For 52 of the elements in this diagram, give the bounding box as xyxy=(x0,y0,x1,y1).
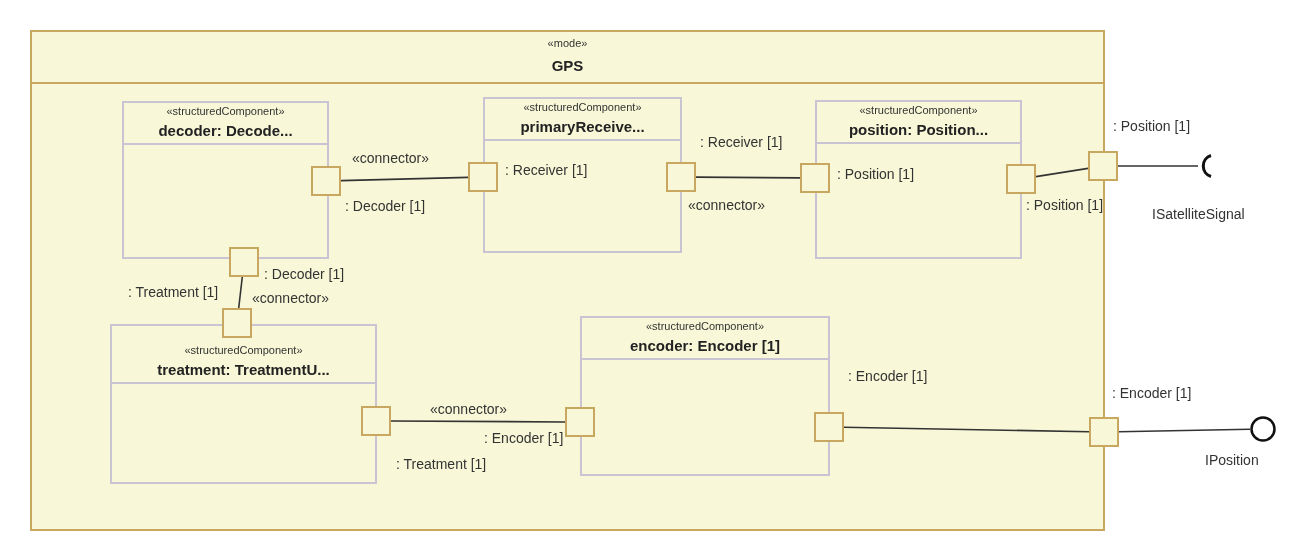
edge-label: «connector» xyxy=(352,150,430,166)
component-frame xyxy=(30,30,1105,531)
port-label: : Position [1] xyxy=(1113,118,1191,134)
component-name: encoder: Encoder [1] xyxy=(629,337,781,354)
stereotype-label: «structuredComponent» xyxy=(183,344,304,356)
connector-line xyxy=(1035,167,1089,178)
port-square xyxy=(814,412,844,442)
stereotype-label: «mode» xyxy=(546,37,589,49)
port-square xyxy=(1088,151,1118,181)
port-label: : Decoder [1] xyxy=(345,198,426,214)
component-name: primaryReceive... xyxy=(519,118,646,135)
port-label: : Receiver [1] xyxy=(700,134,783,150)
port-square xyxy=(222,308,252,338)
connector-line xyxy=(340,176,469,182)
stereotype-label: «structuredComponent» xyxy=(645,320,765,332)
edge-label: «connector» xyxy=(688,197,766,213)
port-label: : Encoder [1] xyxy=(848,368,928,384)
port-square xyxy=(311,166,341,196)
component-name: GPS xyxy=(550,57,585,74)
port-label: : Treatment [1] xyxy=(396,456,487,472)
edge-label: «connector» xyxy=(252,290,330,306)
provided-interface-circle xyxy=(1250,416,1276,442)
connector-line xyxy=(1118,428,1251,433)
port-square xyxy=(468,162,498,192)
interface-label: IPosition xyxy=(1205,452,1259,468)
port-square xyxy=(1006,164,1036,194)
port-label: : Decoder [1] xyxy=(264,266,345,282)
component-name: treatment: TreatmentU... xyxy=(156,361,331,378)
connector-line xyxy=(237,276,244,309)
connector-line xyxy=(1117,165,1199,167)
port-label: : Position [1] xyxy=(837,166,915,182)
port-label: : Treatment [1] xyxy=(128,284,219,300)
interface-label: ISatelliteSignal xyxy=(1152,206,1245,222)
port-square xyxy=(666,162,696,192)
port-square xyxy=(565,407,595,437)
port-square xyxy=(800,163,830,193)
connector-line xyxy=(843,426,1090,433)
stereotype-label: «structuredComponent» xyxy=(858,104,979,116)
stereotype-label: «structuredComponent» xyxy=(522,101,643,113)
stereotype-label: «structuredComponent» xyxy=(165,105,286,117)
port-label: : Receiver [1] xyxy=(505,162,588,178)
component-name: decoder: Decode... xyxy=(157,122,294,139)
port-label: : Encoder [1] xyxy=(1112,385,1192,401)
edge-label: «connector» xyxy=(430,401,508,417)
port-square xyxy=(229,247,259,277)
connector-line xyxy=(695,176,801,179)
port-label: : Encoder [1] xyxy=(484,430,564,446)
connector-line xyxy=(390,420,566,423)
component-name: position: Position... xyxy=(847,121,990,138)
port-square xyxy=(1089,417,1119,447)
port-square xyxy=(361,406,391,436)
port-label: : Position [1] xyxy=(1026,197,1104,213)
